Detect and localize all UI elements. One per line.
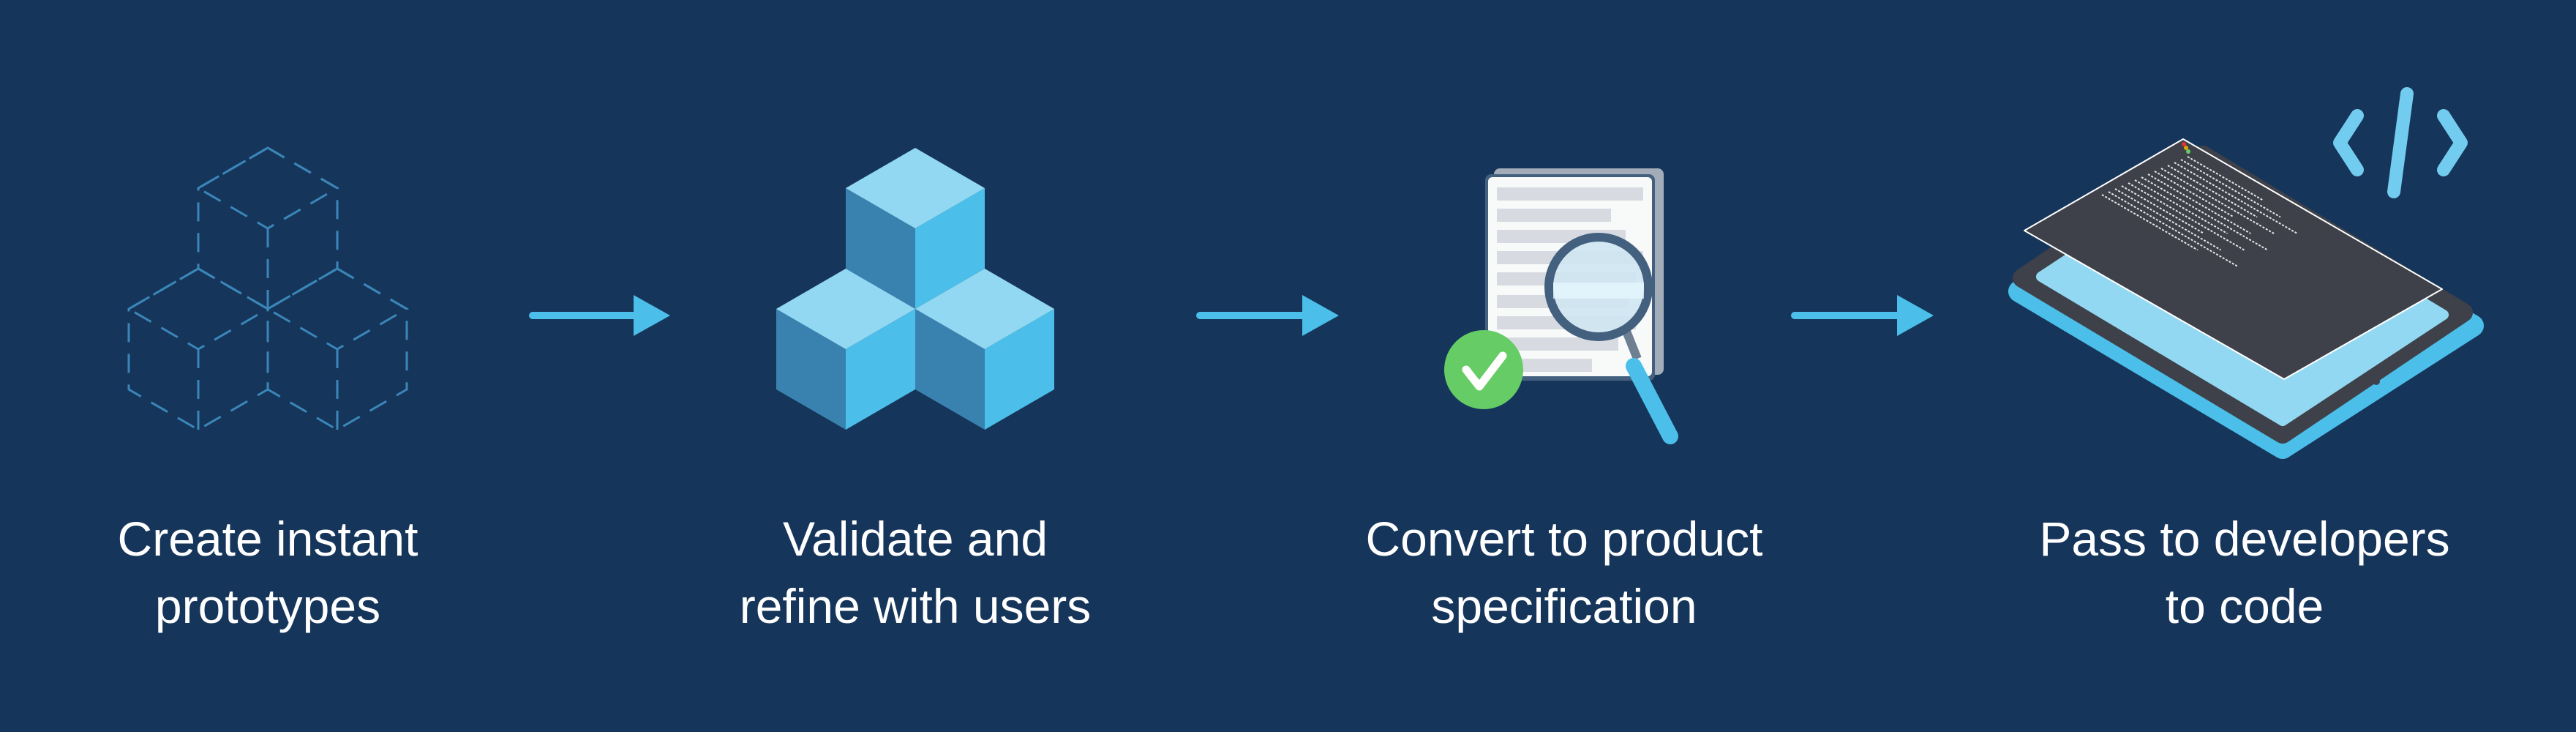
cube-face xyxy=(915,269,1054,349)
dashed-cubes-icon xyxy=(127,146,409,431)
step-2-line-2: refine with users xyxy=(739,579,1092,633)
step-3-line-1: Convert to product xyxy=(1365,512,1763,566)
checkmark-icon xyxy=(1444,330,1523,409)
code-line xyxy=(2134,179,2228,234)
code-line xyxy=(2128,182,2245,251)
step-4-label: Pass to developers to code xyxy=(1952,505,2537,640)
solid-cubes-icon xyxy=(776,148,1054,430)
cube-face xyxy=(127,267,270,351)
step-1-line-1: Create instant xyxy=(117,512,418,566)
cube-face xyxy=(776,269,915,349)
document-magnifier-icon xyxy=(1444,168,1678,444)
step-4-line-2: to code xyxy=(2165,579,2324,633)
code-line xyxy=(2114,188,2222,251)
arrow-icon xyxy=(1791,295,1934,336)
step-1-label: Create instant prototypes xyxy=(0,505,560,640)
code-line xyxy=(2101,194,2198,251)
arrow-icon xyxy=(529,295,670,336)
step-2-line-1: Validate and xyxy=(782,512,1048,566)
code-brackets-icon xyxy=(2333,87,2468,198)
step-2-label: Validate and refine with users xyxy=(623,505,1208,640)
code-line xyxy=(2108,191,2239,267)
step-3-line-2: specification xyxy=(1431,579,1697,633)
code-line xyxy=(2147,173,2251,234)
cube-face xyxy=(846,148,985,228)
code-line xyxy=(2154,171,2234,218)
step-1-line-2: prototypes xyxy=(154,579,381,633)
step-4-line-1: Pass to developers xyxy=(2039,512,2450,566)
step-3-label: Convert to product specification xyxy=(1272,505,1857,640)
code-line xyxy=(2121,185,2205,234)
code-line xyxy=(2167,165,2258,218)
cube-face xyxy=(196,146,339,230)
cube-face xyxy=(266,267,409,351)
tablet-code-icon xyxy=(2008,87,2484,459)
arrow-icon xyxy=(1196,295,1339,336)
code-line xyxy=(2174,162,2298,234)
code-line xyxy=(2141,176,2268,251)
code-line xyxy=(2180,159,2281,218)
